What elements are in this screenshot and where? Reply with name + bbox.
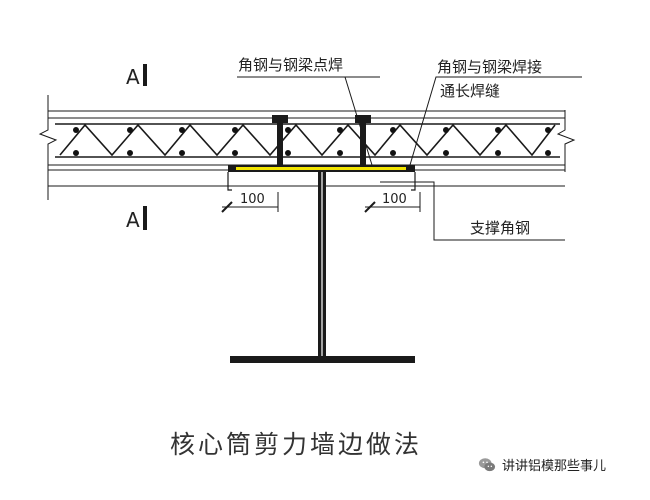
truss-web	[55, 123, 560, 158]
section-mark-top-group: A	[126, 64, 147, 89]
watermark-text: 讲讲铝模那些事儿	[502, 459, 607, 474]
rebar-dots	[73, 127, 551, 156]
section-mark-top: A	[126, 65, 140, 89]
dimension-left: 100	[240, 192, 265, 207]
wechat-icon	[478, 457, 496, 471]
watermark: 讲讲铝模那些事儿	[478, 455, 606, 474]
dimension-right: 100	[382, 192, 407, 207]
drawing-title: 核心筒剪力墙边做法	[170, 430, 423, 459]
label-angle-weld-line2: 通长焊缝	[440, 82, 500, 100]
label-angle-spot-weld: 角钢与钢梁点焊	[238, 56, 343, 74]
beam-bottom-flange	[230, 356, 415, 363]
leader-lines	[237, 76, 582, 241]
beam-top-flange	[228, 165, 415, 172]
dimension-lines	[221, 192, 421, 213]
label-angle-weld-line1: 角钢与钢梁焊接	[437, 58, 542, 76]
label-support-angle: 支撑角钢	[470, 219, 530, 237]
shear-studs	[272, 115, 371, 165]
section-mark-bottom-group: A	[126, 206, 147, 232]
section-mark-bottom: A	[126, 208, 140, 232]
slab	[38, 95, 576, 200]
support-angles	[227, 172, 416, 191]
